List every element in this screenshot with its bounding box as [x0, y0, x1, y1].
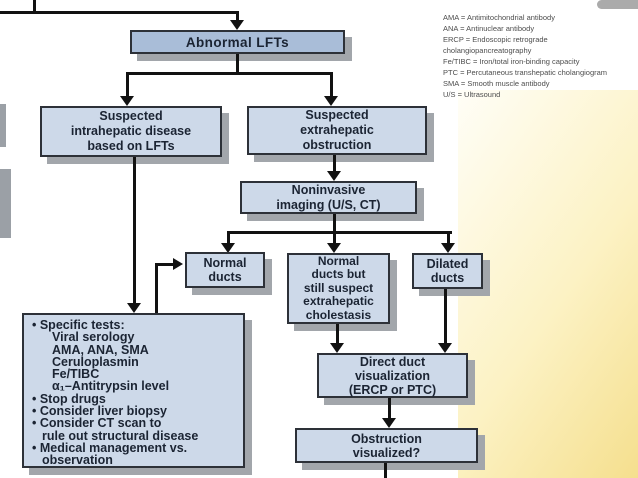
connector-line: [126, 72, 333, 75]
arrowhead-icon: [127, 303, 141, 313]
connector-line: [333, 214, 336, 231]
workup-line: Fe/TIBC: [52, 367, 100, 382]
node-direct-duct-visualization: Direct duct visualization (ERCP or PTC): [317, 353, 468, 398]
workup-line: • Consider liver biopsy: [32, 404, 167, 419]
node-noninvasive-imaging: Noninvasive imaging (U/S, CT): [240, 181, 417, 214]
workup-line: • Consider CT scan to: [32, 416, 162, 431]
connector-line: [333, 231, 336, 244]
connector-line: [155, 263, 158, 313]
legend-line: AMA = Antimitochondrial antibody: [443, 13, 555, 22]
workup-line: observation: [42, 453, 113, 468]
node-suspected-intrahepatic: Suspected intrahepatic disease based on …: [40, 106, 222, 157]
connector-line: [227, 231, 230, 244]
workup-line: • Medical management vs.: [32, 440, 188, 455]
node-suspected-extrahepatic: Suspected extrahepatic obstruction: [247, 106, 427, 155]
arrowhead-icon: [330, 343, 344, 353]
workup-line: • Stop drugs: [32, 391, 106, 406]
connector-line: [33, 0, 36, 12]
connector-line: [388, 398, 391, 419]
node-obstruction-visualized: Obstruction visualized?: [295, 428, 478, 463]
left-edge-gray-bar: [0, 169, 11, 238]
arrowhead-icon: [221, 243, 235, 253]
legend-line: ERCP = Endoscopic retrograde cholangiopa…: [443, 35, 548, 55]
connector-line: [126, 72, 129, 97]
arrowhead-icon: [173, 258, 183, 270]
workup-line: AMA, ANA, SMA: [52, 342, 149, 357]
connector-line: [236, 54, 239, 74]
connector-line: [133, 157, 136, 304]
legend-line: Fe/TIBC = Iron/total iron-binding capaci…: [443, 57, 580, 66]
legend-line: PTC = Percutaneous transhepatic cholangi…: [443, 68, 608, 77]
connector-line: [227, 231, 452, 234]
arrowhead-icon: [120, 96, 134, 106]
node-normal-ducts: Normal ducts: [185, 252, 265, 288]
workup-line: Viral serology: [52, 330, 135, 345]
arrowhead-icon: [382, 418, 396, 428]
arrowhead-icon: [327, 243, 341, 253]
workup-line: • Specific tests:: [32, 318, 125, 332]
workup-line: rule out structural disease: [42, 428, 199, 443]
arrowhead-icon: [230, 20, 244, 30]
node-abnormal-lfts: Abnormal LFTs: [130, 30, 345, 54]
legend-line: SMA = Smooth muscle antibody: [443, 79, 550, 88]
legend-line: ANA = Antinuclear antibody: [443, 24, 535, 33]
top-right-gray-bar: [597, 0, 638, 9]
arrowhead-icon: [438, 343, 452, 353]
workup-line: α₁–Antitrypsin level: [52, 379, 170, 394]
arrowhead-icon: [327, 171, 341, 181]
left-edge-gray-bar: [0, 104, 6, 147]
arrowhead-icon: [324, 96, 338, 106]
yellow-gradient-panel: [458, 90, 638, 478]
connector-line: [447, 231, 450, 244]
connector-line: [236, 11, 239, 22]
connector-line: [444, 289, 447, 344]
node-intrahepatic-workup: • Specific tests: Viral serology AMA, AN…: [22, 313, 245, 468]
node-normal-ducts-suspect: Normal ducts but still suspect extrahepa…: [287, 253, 390, 324]
connector-line: [336, 324, 339, 344]
workup-line: Ceruloplasmin: [52, 354, 139, 369]
connector-line: [155, 263, 174, 266]
arrowhead-icon: [441, 243, 455, 253]
abbreviation-legend: AMA = Antimitochondrial antibody ANA = A…: [443, 12, 638, 100]
legend-line: U/S = Ultrasound: [443, 90, 501, 99]
connector-line: [333, 155, 336, 172]
connector-line: [330, 72, 333, 97]
connector-line: [384, 463, 387, 478]
connector-line: [0, 11, 239, 14]
node-dilated-ducts: Dilated ducts: [412, 253, 483, 289]
